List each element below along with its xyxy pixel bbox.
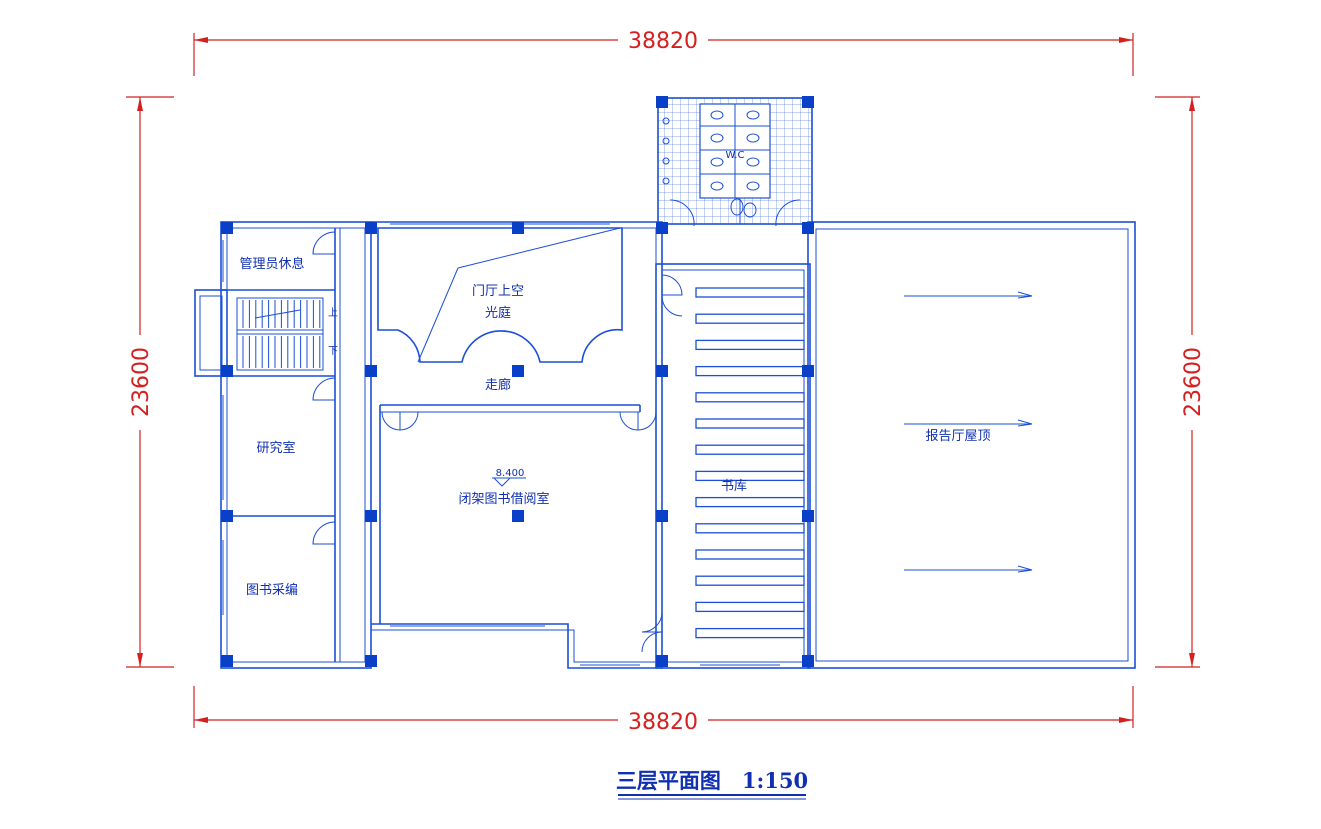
shelf [695,601,805,613]
room-label-auditorium-roof: 报告厅屋顶 [925,429,990,444]
dimension-right-label: 23600 [1181,347,1206,417]
room-label-atrium: 光庭 [485,305,511,321]
column [221,222,233,234]
wc-label: W.C [726,150,745,161]
room-label-admin-rest: 管理员休息 [239,256,304,272]
shelf [695,549,805,560]
toilet [710,110,724,120]
dimension-bottom: 38820 [193,686,1134,735]
column [512,222,524,234]
column [656,222,668,234]
shelf [695,339,805,351]
room-label-reading-room: 闭架图书借阅室 [458,491,549,507]
dimension-left-label: 23600 [129,347,154,417]
level-marker: 8.400 [492,468,526,487]
shelf [695,470,805,482]
room-label-lobby-void: 门厅上空 [472,284,524,299]
column [365,365,377,377]
column [221,365,233,377]
atrium-void [377,227,623,363]
room-label-stacks: 书库 [721,478,747,494]
shelf [695,496,805,508]
staircase: 上 下 [236,297,338,371]
column [802,655,814,667]
toilet [746,133,760,143]
column [365,655,377,667]
toilet [746,157,760,167]
room-label-study: 研究室 [256,440,295,456]
stair-down-label: 下 [328,346,338,357]
drawing-title: 三层平面图 1:150 [616,768,808,800]
column [656,96,668,108]
dimension-bottom-label: 38820 [628,710,698,735]
dimension-top-label: 38820 [628,29,698,54]
column [656,365,668,377]
shelf [695,365,805,377]
shelf [695,313,805,324]
column [656,510,668,522]
stair-up-label: 上 [328,307,338,319]
column [802,365,814,377]
roof-slope-arrows [904,291,1033,573]
toilet [710,181,724,191]
room-label-corridor: 走廊 [485,377,511,393]
column [365,510,377,522]
shelf [695,287,805,298]
shelf [695,444,805,455]
room-label-book-purchase: 图书采编 [246,583,298,598]
column [365,222,377,234]
toilet-block: W.C [657,97,813,225]
bookstack-shelves [695,287,805,639]
toilet [746,110,760,120]
shelf [695,627,805,639]
dimension-left: 23600 [126,96,174,668]
dimension-top: 38820 [193,29,1134,76]
column [221,655,233,667]
column [512,365,524,377]
shelf [695,418,805,429]
drawing-title-text: 三层平面图 1:150 [616,768,808,793]
building-walls [194,221,1136,669]
toilet [710,133,724,143]
shelf [695,523,805,534]
toilet [746,181,760,191]
column [802,96,814,108]
column [802,510,814,522]
column [656,655,668,667]
column [512,510,524,522]
column [802,222,814,234]
level-mark-label: 8.400 [496,468,525,479]
column [221,510,233,522]
dimension-right: 23600 [1155,96,1206,668]
shelf [695,392,805,403]
toilet [710,157,724,167]
shelf [695,575,805,586]
structural-columns [221,96,814,667]
